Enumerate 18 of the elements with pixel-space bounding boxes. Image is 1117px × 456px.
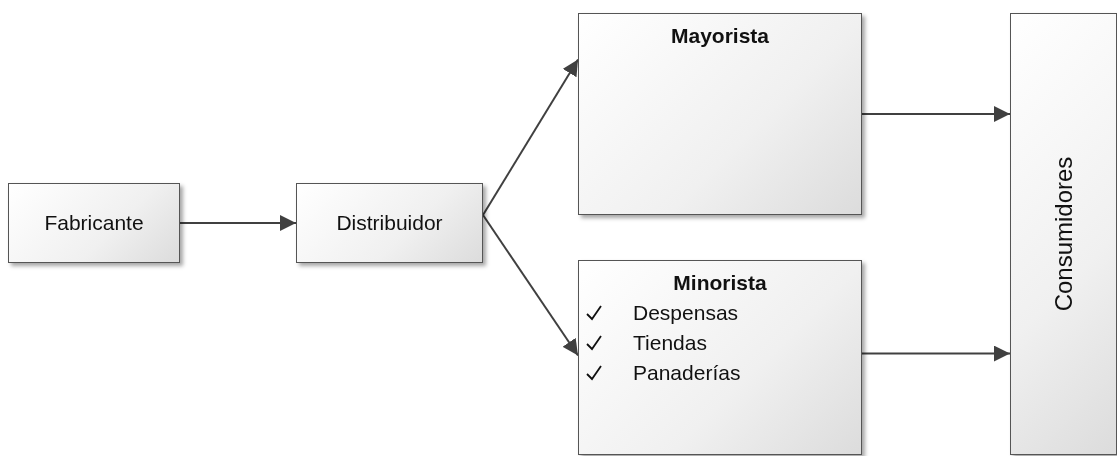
node-title: Mayorista [670,24,769,48]
list-item: Despensas [633,301,739,325]
process-box [578,13,862,215]
arrow [861,345,1011,362]
process-box [8,183,180,263]
list-item: Panaderías [633,361,741,385]
node-label: Consumidores [1049,156,1078,312]
consumer-bar [1010,13,1117,455]
process-box [296,183,483,263]
list-item: Tiendas [633,331,707,355]
process-box [578,260,862,455]
arrow [482,214,579,357]
node-label: Distribuidor [336,211,443,235]
arrow [179,215,297,231]
arrow [482,58,579,216]
node-label: Fabricante [44,211,144,235]
node-title: Minorista [673,271,767,295]
arrow [861,106,1011,122]
